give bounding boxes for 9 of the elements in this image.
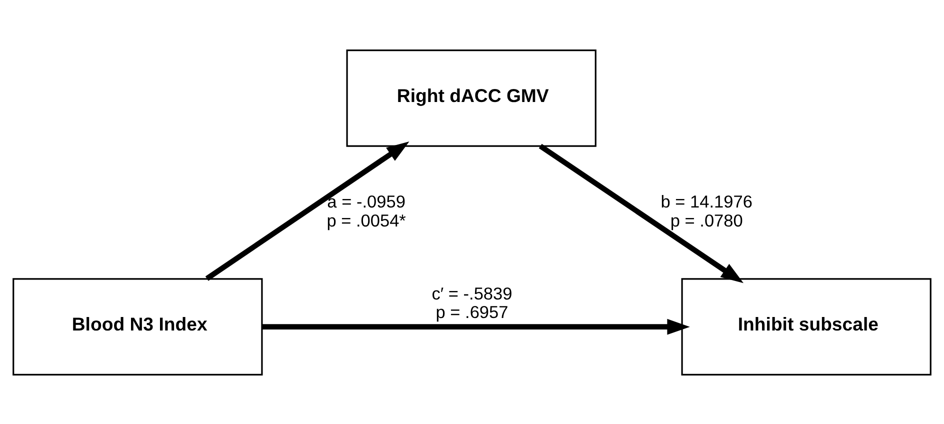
edge-label: c′ = -.5839 p = .6957 bbox=[432, 282, 512, 322]
node-box: Inhibit subscale bbox=[681, 278, 932, 375]
arrow bbox=[538, 143, 744, 283]
arrow bbox=[262, 318, 690, 334]
edge-label: b = 14.1976 p = .0780 bbox=[660, 191, 752, 230]
arrow bbox=[205, 141, 410, 280]
edge-label: a = -.0959 p = .0054* bbox=[326, 191, 406, 230]
node-box: Right dACC GMV bbox=[346, 49, 596, 146]
node-box: Blood N3 Index bbox=[12, 278, 263, 375]
